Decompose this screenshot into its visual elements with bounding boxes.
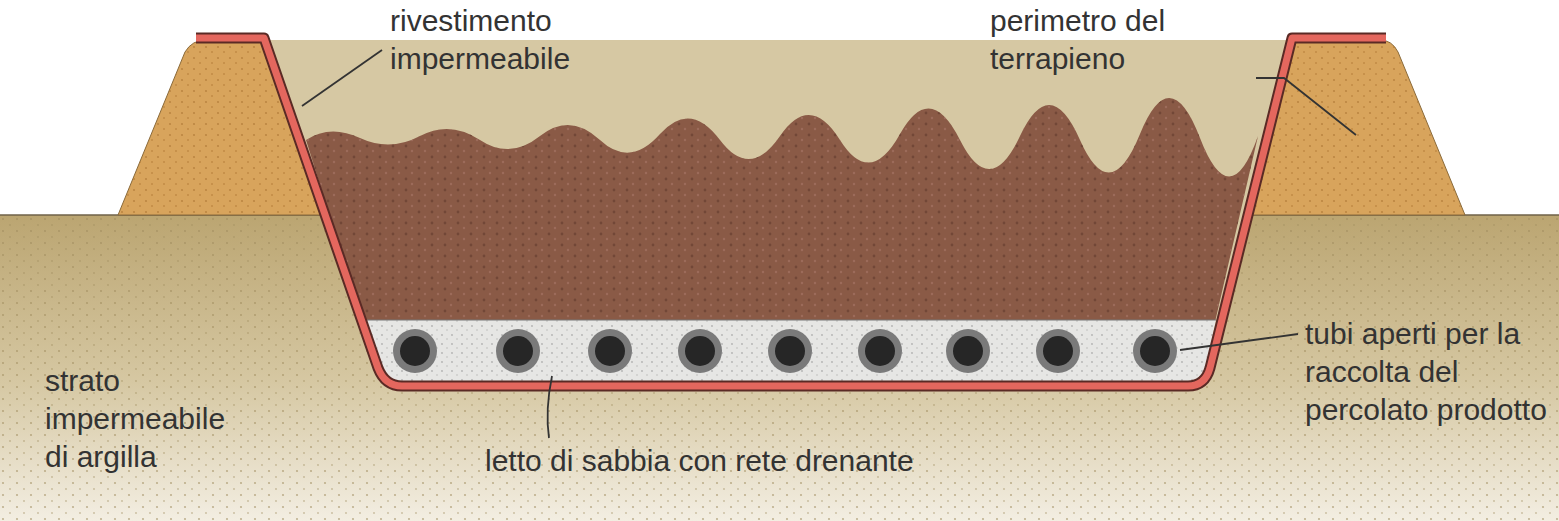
drain-pipe <box>1133 329 1177 373</box>
drain-pipes <box>393 329 1177 373</box>
drain-pipe <box>1036 329 1080 373</box>
pit <box>268 40 1290 385</box>
sand-bed-label: letto di sabbia con rete drenante <box>485 442 914 480</box>
sand-bed <box>363 320 1216 382</box>
drain-pipe <box>588 329 632 373</box>
pipe-hole <box>400 336 430 366</box>
embankment-label: perimetro del terrapieno <box>990 2 1240 78</box>
drain-pipe <box>393 329 437 373</box>
pipe-hole <box>503 336 533 366</box>
drain-pipe <box>946 329 990 373</box>
clay-layer-label: strato impermeabile di argilla <box>45 362 240 476</box>
pipe-hole <box>685 336 715 366</box>
drain-pipe <box>678 329 722 373</box>
pipe-hole <box>865 336 895 366</box>
drain-pipe <box>496 329 540 373</box>
impermeable-liner <box>196 38 1386 386</box>
drain-pipe <box>768 329 812 373</box>
pipe-hole <box>1043 336 1073 366</box>
pipe-hole <box>1140 336 1170 366</box>
leader-lines <box>302 50 1356 438</box>
liner-label: rivestimento impermeabile <box>390 2 590 78</box>
pipe-hole <box>595 336 625 366</box>
waste-fill <box>306 98 1258 322</box>
pipes-label: tubi aperti per la raccolta del percolat… <box>1305 315 1550 429</box>
drain-pipe <box>858 329 902 373</box>
pipe-hole <box>775 336 805 366</box>
pipe-hole <box>953 336 983 366</box>
